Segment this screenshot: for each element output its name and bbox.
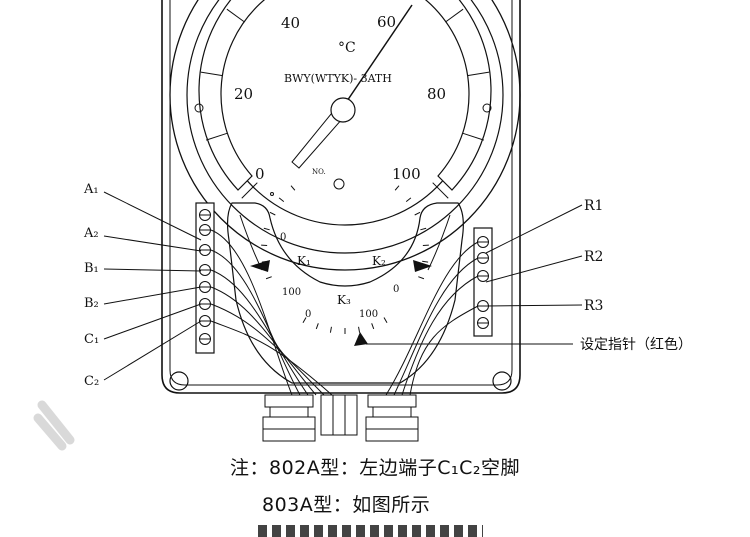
- label-a1: A₁: [83, 182, 99, 197]
- wire: [410, 306, 478, 395]
- foot-hole-left: [170, 372, 188, 390]
- scale-label-80: 80: [427, 85, 446, 103]
- model-label: BWY(WTYK)- 3ATH: [284, 72, 392, 85]
- k1-tick: [279, 198, 284, 202]
- wire: [211, 250, 300, 395]
- label-r1: R1: [584, 198, 603, 214]
- wire: [211, 287, 316, 395]
- k2-tick: [418, 277, 424, 279]
- k2-tick: [422, 261, 428, 262]
- k2-scale-0: 0: [393, 284, 399, 295]
- leader-a2: [104, 236, 201, 251]
- k3-tick: [372, 323, 374, 329]
- k1-tick: [270, 212, 275, 215]
- k2-tick: [420, 228, 426, 230]
- label-r2: R2: [584, 249, 603, 265]
- note-803a: 803A型：如图所示: [262, 490, 430, 517]
- label-b2: B₂: [84, 296, 99, 311]
- small-dot: [271, 193, 274, 196]
- pointer-hub: [331, 98, 355, 122]
- k1-scale-0: 0: [280, 232, 286, 243]
- label-r3: R3: [584, 298, 603, 314]
- scale-label-60: 60: [377, 13, 396, 31]
- k3-scale-100: 100: [359, 309, 378, 320]
- k2-tick: [395, 186, 399, 191]
- k1-setpoint-pointer: [250, 260, 270, 272]
- leader-b2: [104, 287, 201, 304]
- k3-tick: [359, 327, 360, 333]
- scale-label-0: 0: [255, 165, 265, 183]
- watermark-mark: [38, 405, 70, 446]
- scale-band-divider: [242, 183, 258, 199]
- leader-c1: [104, 304, 201, 339]
- unit-label: °C: [338, 40, 356, 56]
- k1-tick: [291, 186, 295, 191]
- k3-tick: [316, 323, 318, 329]
- cut-off-text-line: [258, 525, 483, 537]
- pointer-callout: 设定指针（红色）: [580, 336, 692, 353]
- wire: [402, 276, 478, 395]
- k3-label: K₃: [337, 293, 351, 307]
- k1-tick: [264, 228, 270, 230]
- cable-gland-left: [263, 395, 315, 441]
- scale-band-divider: [433, 183, 449, 199]
- label-c1: C₁: [84, 332, 99, 347]
- wire: [211, 321, 332, 395]
- wire: [394, 258, 478, 395]
- leader-r1: [486, 205, 582, 253]
- scale-label-20: 20: [234, 85, 253, 103]
- wire: [386, 242, 478, 395]
- leader-c2: [104, 321, 201, 380]
- leader-r3: [486, 305, 582, 306]
- k2-tick: [415, 212, 420, 215]
- k1-label: K₁: [297, 254, 311, 268]
- k2-tick: [406, 198, 411, 202]
- leader-b1: [104, 269, 201, 271]
- center-conduit: [321, 395, 357, 435]
- k3-setpoint-pointer: [354, 332, 368, 346]
- scale-label-100: 100: [392, 165, 421, 183]
- label-b1: B₁: [84, 261, 99, 276]
- cable-gland-right: [366, 395, 418, 441]
- k2-label: K₂: [372, 254, 386, 268]
- leader-r2: [486, 256, 582, 282]
- k1-scale-100: 100: [282, 287, 301, 298]
- note-802a: 注：802A型：左边端子C₁C₂空脚: [230, 453, 520, 480]
- label-c2: C₂: [84, 374, 99, 389]
- k1-tick: [266, 277, 272, 279]
- scale-label-40: 40: [281, 14, 300, 32]
- label-a2: A₂: [83, 226, 99, 241]
- serial-mark: NO.: [312, 168, 326, 176]
- internal-wires: [211, 230, 478, 395]
- k3-tick: [384, 318, 387, 323]
- k3-tick: [330, 327, 331, 333]
- k3-scale-0: 0: [305, 309, 311, 320]
- zero-adjust-screw: [334, 179, 344, 189]
- leader-a1: [104, 192, 201, 240]
- wire: [211, 230, 292, 395]
